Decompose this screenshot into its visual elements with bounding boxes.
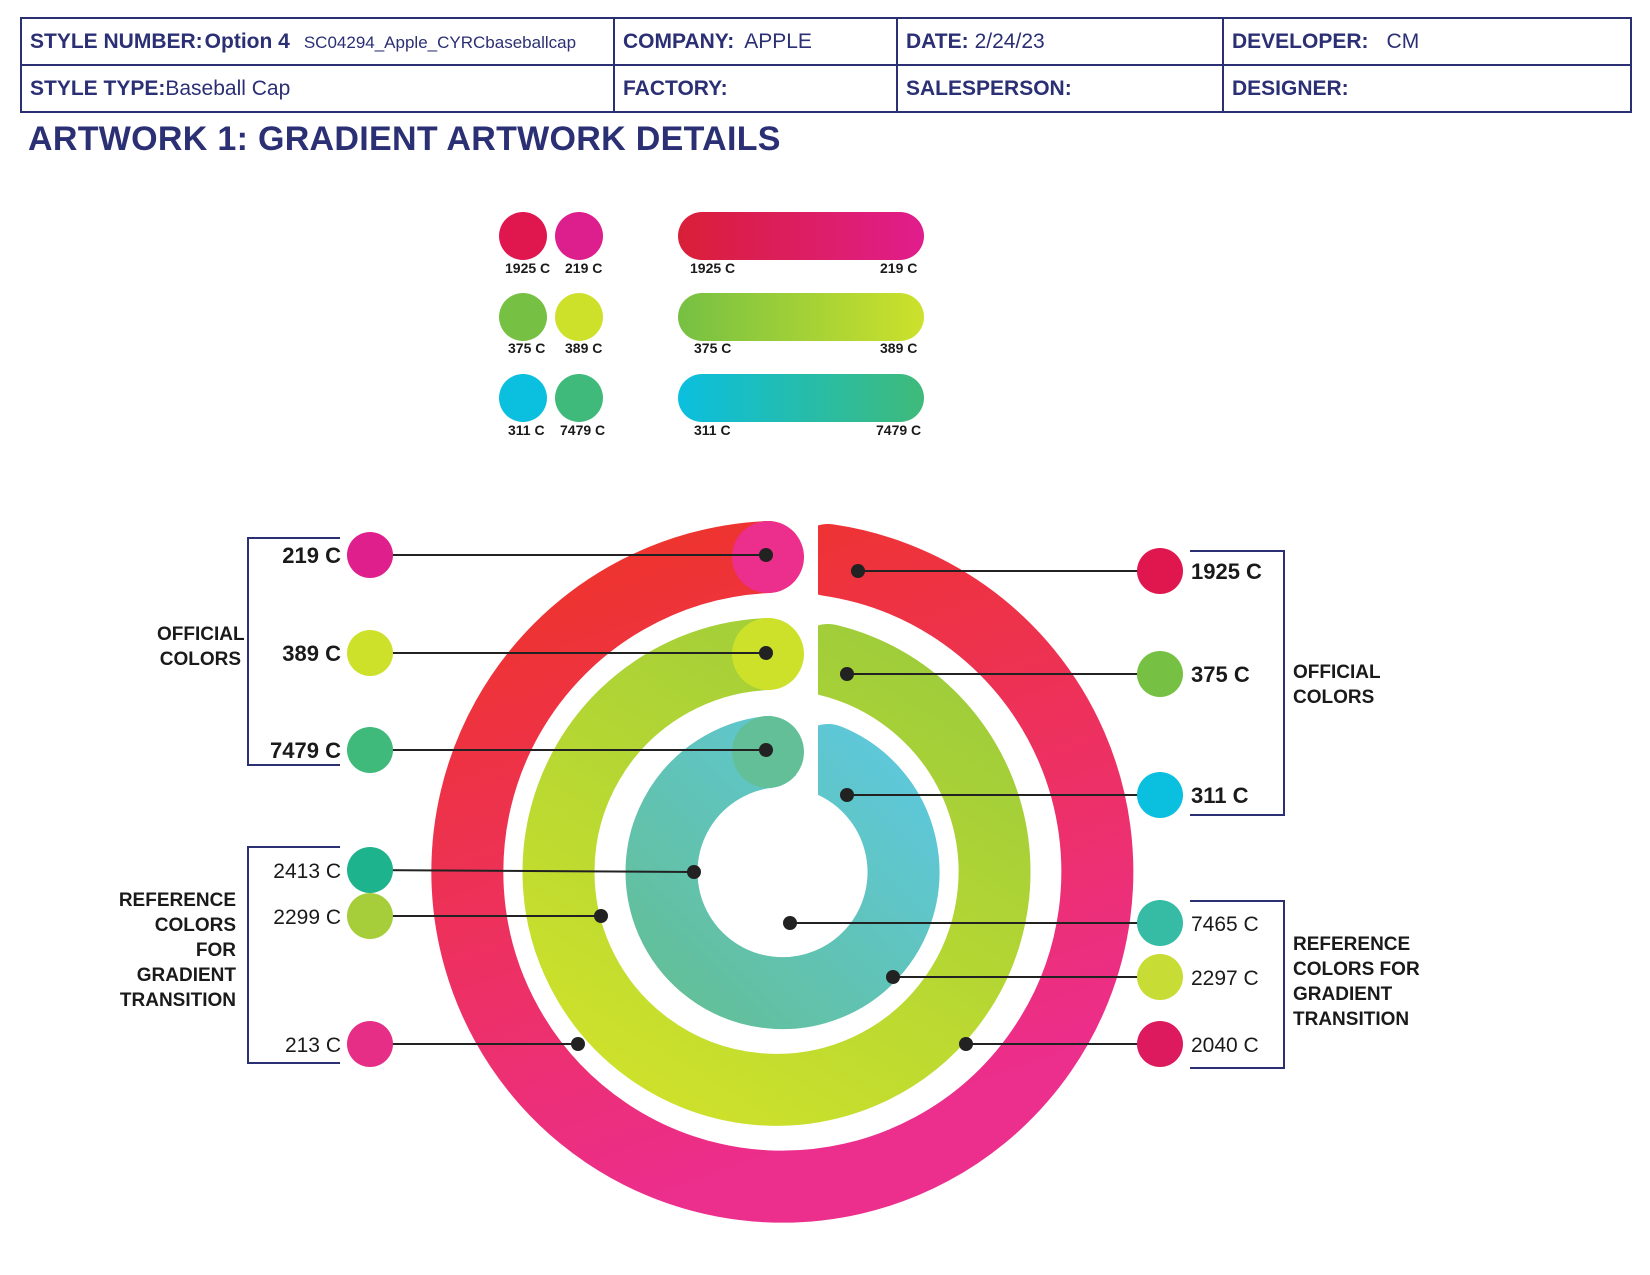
- color-label-2299c: 2299 C: [273, 906, 341, 929]
- anchor-dot: [594, 909, 608, 923]
- left-official-colors-label: OFFICIAL COLORS: [157, 622, 241, 672]
- color-circle-2413c: [347, 847, 393, 893]
- color-label-2413c: 2413 C: [273, 860, 341, 883]
- right-official-colors-label: OFFICIAL COLORS: [1293, 660, 1413, 710]
- color-circle-389c: [347, 630, 393, 676]
- color-circle-1925c: [1137, 548, 1183, 594]
- color-circle-311c: [1137, 772, 1183, 818]
- anchor-dot: [840, 667, 854, 681]
- anchor-dot: [571, 1037, 585, 1051]
- left-reference-colors-label: REFERENCE COLORS FOR GRADIENT TRANSITION: [110, 888, 236, 1013]
- color-circle-7465c: [1137, 900, 1183, 946]
- anchor-dot: [840, 788, 854, 802]
- anchor-dot: [851, 564, 865, 578]
- color-label-7479c: 7479 C: [270, 738, 341, 763]
- color-label-2297c: 2297 C: [1191, 967, 1259, 990]
- color-label-389c: 389 C: [282, 641, 341, 666]
- color-label-2040c: 2040 C: [1191, 1034, 1259, 1057]
- anchor-dot: [759, 743, 773, 757]
- color-circle-375c: [1137, 651, 1183, 697]
- anchor-dot: [959, 1037, 973, 1051]
- color-label-1925c: 1925 C: [1191, 559, 1262, 584]
- right-reference-colors-label: REFERENCE COLORS FOR GRADIENT TRANSITION: [1293, 932, 1423, 1032]
- color-circle-2297c: [1137, 954, 1183, 1000]
- anchor-dot: [783, 916, 797, 930]
- color-circle-213c: [347, 1021, 393, 1067]
- anchor-dot: [759, 646, 773, 660]
- anchor-dot: [886, 970, 900, 984]
- anchor-dot: [687, 865, 701, 879]
- color-label-219c: 219 C: [282, 543, 341, 568]
- color-label-375c: 375 C: [1191, 662, 1250, 687]
- color-circle-2299c: [347, 893, 393, 939]
- color-circle-2040c: [1137, 1021, 1183, 1067]
- color-label-213c: 213 C: [285, 1034, 341, 1057]
- color-circle-7479c: [347, 727, 393, 773]
- color-label-7465c: 7465 C: [1191, 913, 1259, 936]
- color-label-311c: 311 C: [1191, 783, 1249, 808]
- color-circle-219c: [347, 532, 393, 578]
- anchor-dot: [759, 548, 773, 562]
